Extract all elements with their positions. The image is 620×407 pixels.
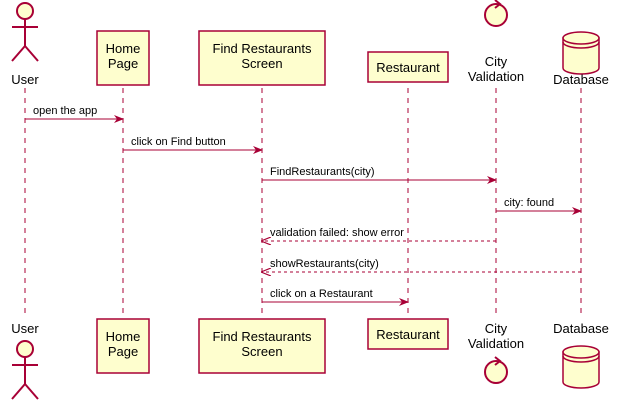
message-label: showRestaurants(city) xyxy=(270,258,379,270)
participant-database-top: Database xyxy=(553,31,609,87)
participant-label: Home xyxy=(106,329,141,344)
message-label: click on a Restaurant xyxy=(270,288,373,300)
actor-icon xyxy=(11,340,39,400)
participant-label: Validation xyxy=(468,336,524,351)
message-7: click on a Restaurant xyxy=(262,288,409,306)
message-label: validation failed: show error xyxy=(270,227,404,239)
control-icon xyxy=(484,0,508,27)
participant-label: Page xyxy=(108,344,138,359)
participant-label: User xyxy=(11,321,39,336)
message-1: open the app xyxy=(25,105,124,123)
database-icon xyxy=(562,31,600,75)
participant-box xyxy=(367,318,449,350)
participant-box xyxy=(198,30,326,86)
participant-label: Screen xyxy=(241,56,282,71)
message-label: click on Find button xyxy=(131,136,226,148)
message-6: showRestaurants(city) xyxy=(262,258,581,272)
participant-database-bottom: Database xyxy=(553,321,609,389)
participant-box xyxy=(198,318,326,374)
actor-icon xyxy=(11,2,39,62)
participant-restaurant-top: Restaurant xyxy=(367,51,449,83)
participant-label: Find Restaurants xyxy=(213,41,312,56)
participant-restaurant-bottom: Restaurant xyxy=(367,318,449,350)
participant-box xyxy=(96,318,150,374)
message-label: FindRestaurants(city) xyxy=(270,166,375,178)
participant-label: Database xyxy=(553,321,609,336)
message-label: open the app xyxy=(33,105,97,117)
message-4: city: found xyxy=(496,197,582,215)
participant-label: City xyxy=(485,54,508,69)
participant-box xyxy=(96,30,150,86)
participant-label: Validation xyxy=(468,69,524,84)
database-icon xyxy=(562,345,600,389)
participant-box xyxy=(367,51,449,83)
participant-label: Home xyxy=(106,41,141,56)
participant-label: Restaurant xyxy=(376,60,440,75)
participant-label: User xyxy=(11,72,39,87)
participant-label: Database xyxy=(553,72,609,87)
message-5: validation failed: show error xyxy=(262,227,496,241)
participant-label: Find Restaurants xyxy=(213,329,312,344)
participant-user-top: User xyxy=(11,2,39,87)
participant-user-bottom: User xyxy=(11,321,39,400)
participant-label: Restaurant xyxy=(376,327,440,342)
participant-label: Screen xyxy=(241,344,282,359)
message-label: city: found xyxy=(504,197,554,209)
control-icon xyxy=(484,356,508,384)
participant-label: City xyxy=(485,321,508,336)
message-3: FindRestaurants(city) xyxy=(262,166,497,184)
message-2: click on Find button xyxy=(123,136,263,154)
participant-label: Page xyxy=(108,56,138,71)
